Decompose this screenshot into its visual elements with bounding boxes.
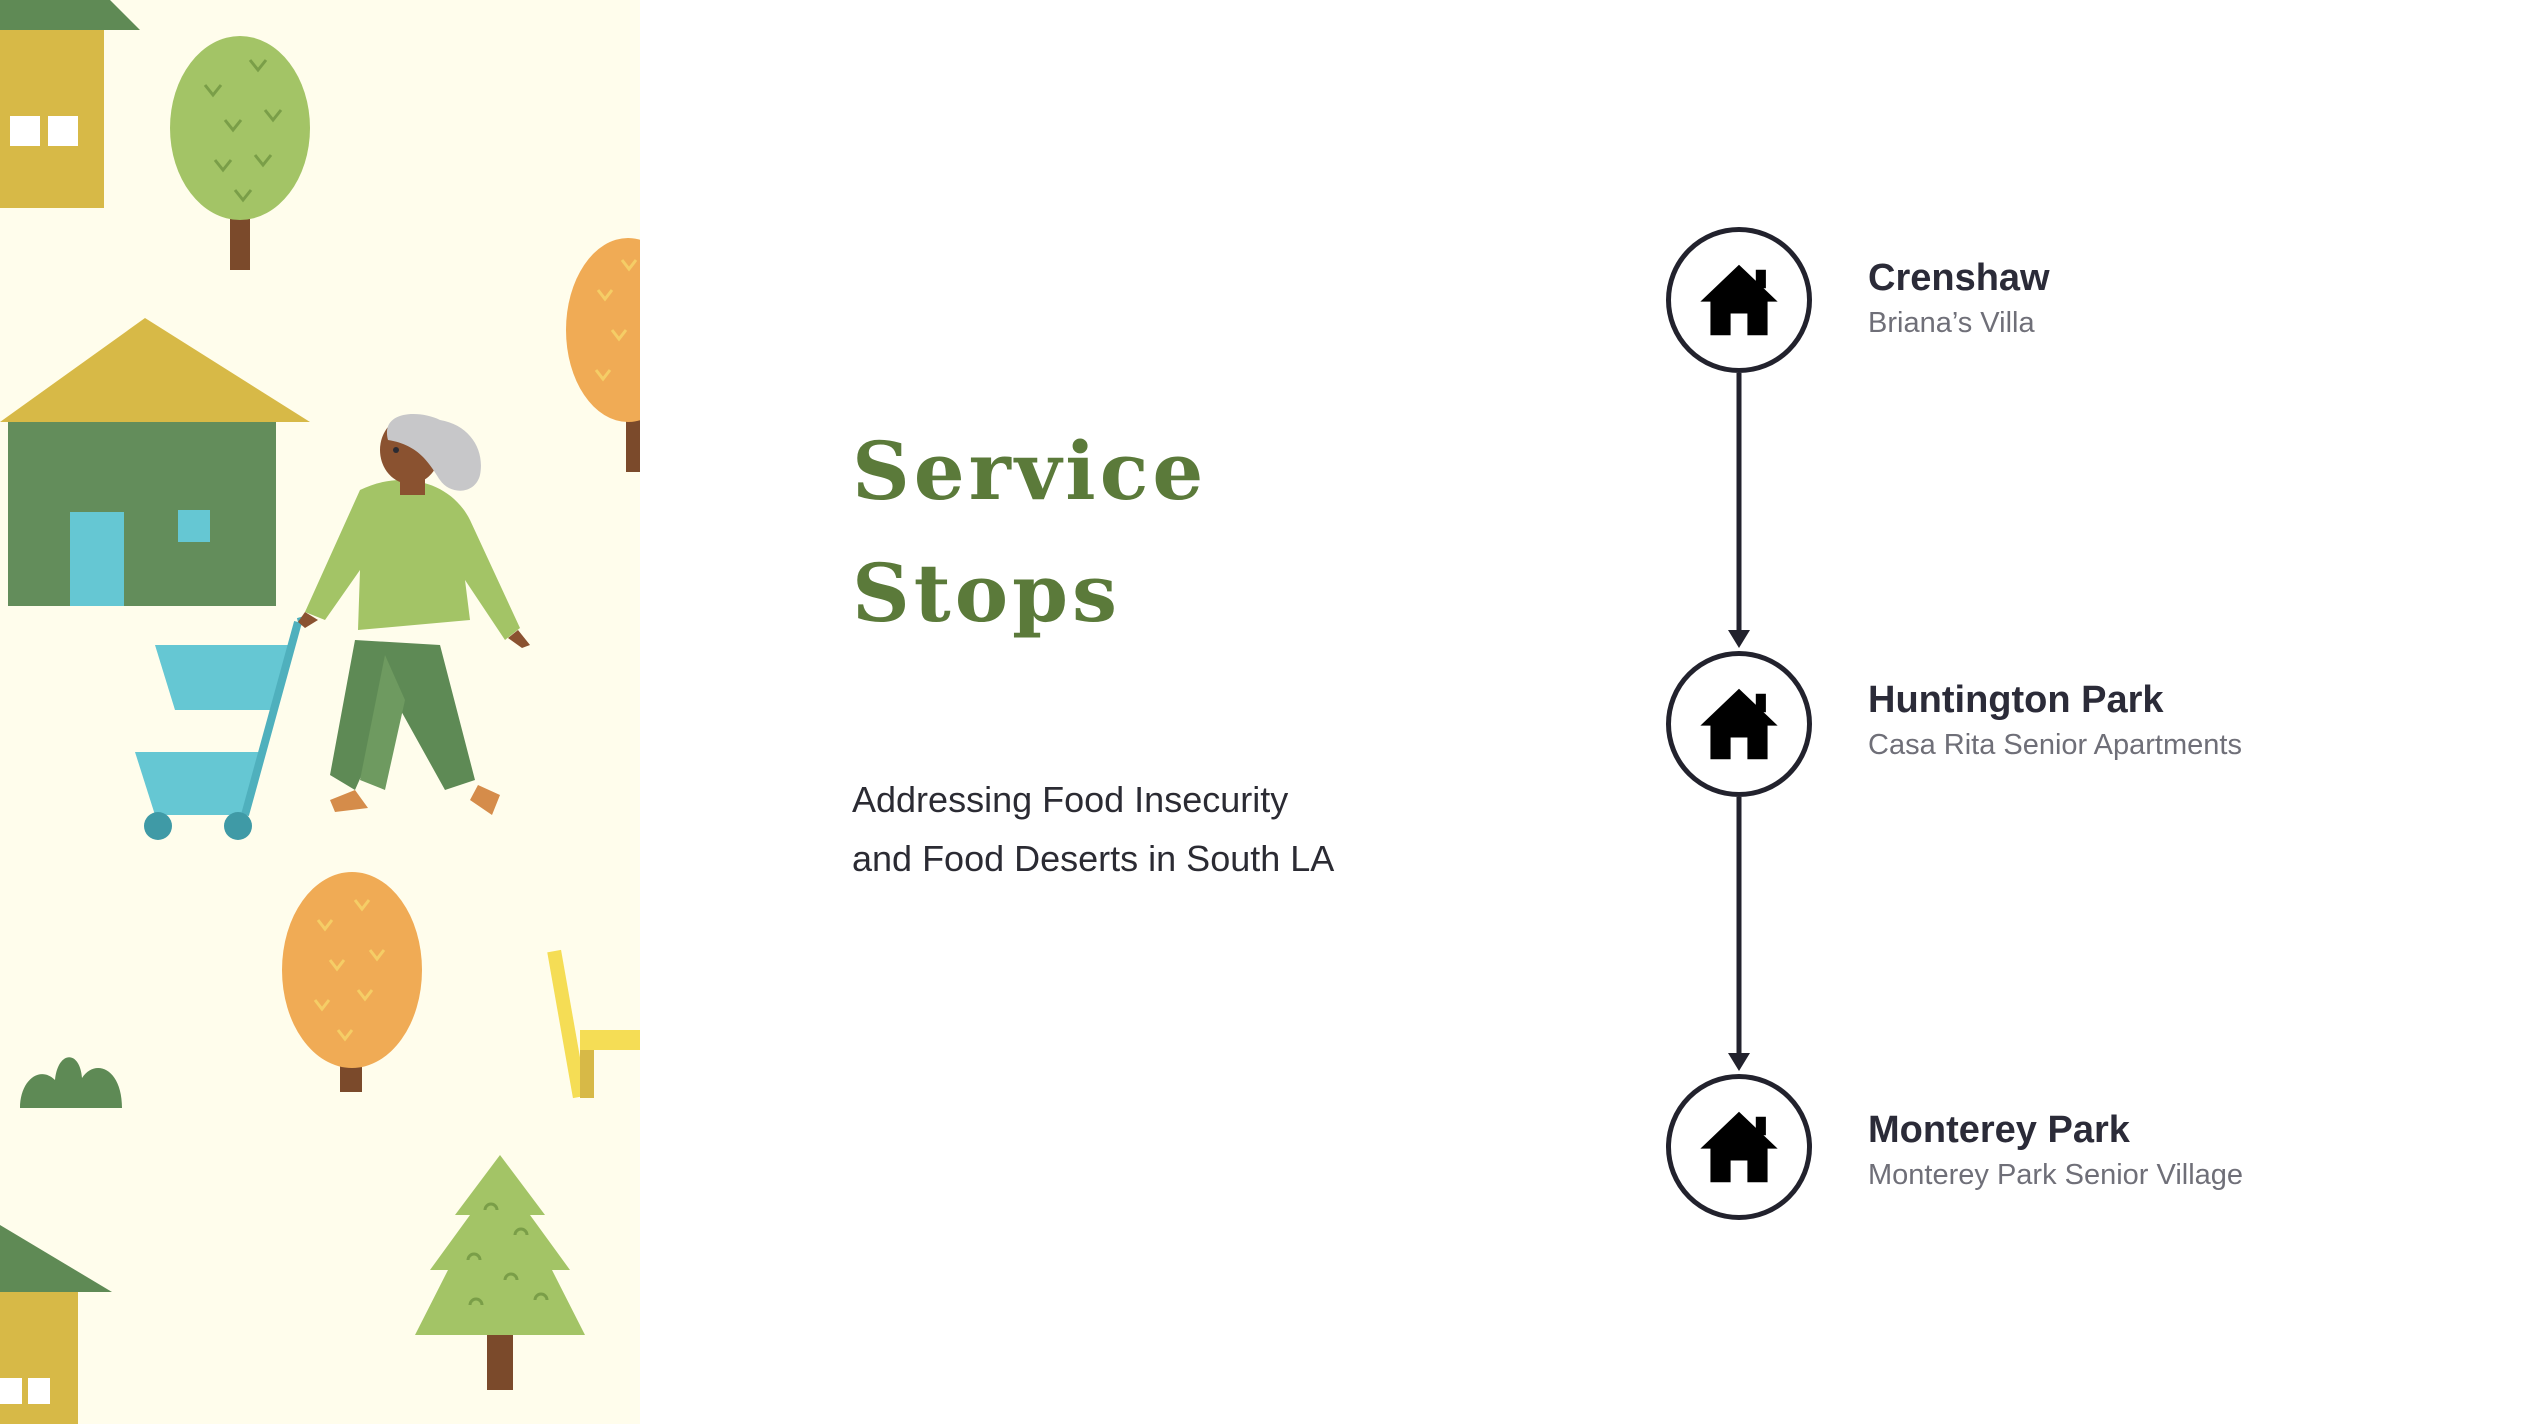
stop-name: Huntington Park [1868,679,2164,721]
stop-marker [1666,651,1812,797]
house-top-left [0,0,140,208]
tree-pine [415,1155,585,1390]
connector-1 [1728,373,1750,648]
connector-2 [1728,797,1750,1071]
arrowhead-1 [1728,630,1750,648]
stop-detail: Briana’s Villa [1868,307,2035,339]
stop-name: Monterey Park [1868,1109,2130,1151]
chair [547,949,640,1099]
neighborhood-illustration [0,0,640,1424]
tree-green-top [170,36,310,270]
house-green [0,318,310,606]
bush [20,1057,122,1108]
tree-orange-middle [282,872,422,1092]
decorative-illustration [0,0,640,1424]
page-subtitle-line-1: Addressing Food Insecurity [852,779,1289,820]
person-walking [298,414,530,815]
page-title-line-2: Stops [852,546,1122,640]
stop-detail: Monterey Park Senior Village [1868,1159,2244,1191]
stop-marker [1666,227,1812,373]
page-title: Service Stops [852,410,1207,654]
house-icon [1700,264,1778,336]
shopping-cart [135,616,307,840]
house-icon [1700,1111,1778,1183]
stop-label: Huntington Park Casa Rita Senior Apartme… [1868,676,2242,766]
page-subtitle: Addressing Food Insecurity and Food Dese… [852,770,1334,888]
stop-label: Monterey Park Monterey Park Senior Villa… [1868,1106,2243,1196]
stop-detail: Casa Rita Senior Apartments [1868,729,2242,761]
tree-orange-right [566,238,640,472]
page-title-line-1: Service [852,424,1208,518]
stop-name: Crenshaw [1868,257,2050,299]
house-bottom-left [0,1225,112,1424]
stop-marker [1666,1074,1812,1220]
house-icon [1700,688,1778,760]
arrowhead-2 [1728,1053,1750,1071]
stop-label: Crenshaw Briana’s Villa [1868,254,2050,344]
page-subtitle-line-2: and Food Deserts in South LA [852,838,1335,879]
